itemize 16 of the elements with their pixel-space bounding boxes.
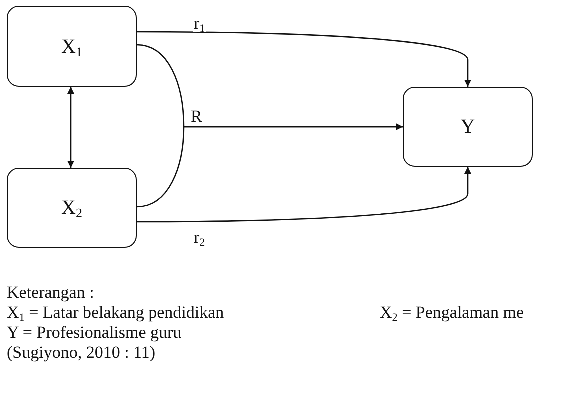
variable-name: X$_{2}$ — [62, 198, 82, 218]
arrow — [136, 124, 403, 208]
variable-box — [7, 168, 137, 248]
legend-text: X$_{1}$ = Latar belakang pendidikan — [7, 304, 224, 321]
arrow — [137, 31, 472, 87]
legend-text: X$_{2}$ = Pengalaman me — [380, 304, 524, 321]
edge-label: R — [190, 108, 204, 125]
arrow — [137, 167, 472, 223]
legend-text: Y = Profesionalisme guru — [7, 324, 182, 341]
legend-heading: Keterangan : — [7, 284, 94, 301]
variable-name: X$_{1}$ — [62, 36, 82, 56]
arrow — [68, 87, 74, 168]
legend-text: (Sugiyono, 2010 : 11) — [7, 344, 156, 361]
variable-box — [7, 6, 137, 87]
variable-name: Y — [460, 117, 476, 137]
variable-box — [403, 87, 533, 167]
